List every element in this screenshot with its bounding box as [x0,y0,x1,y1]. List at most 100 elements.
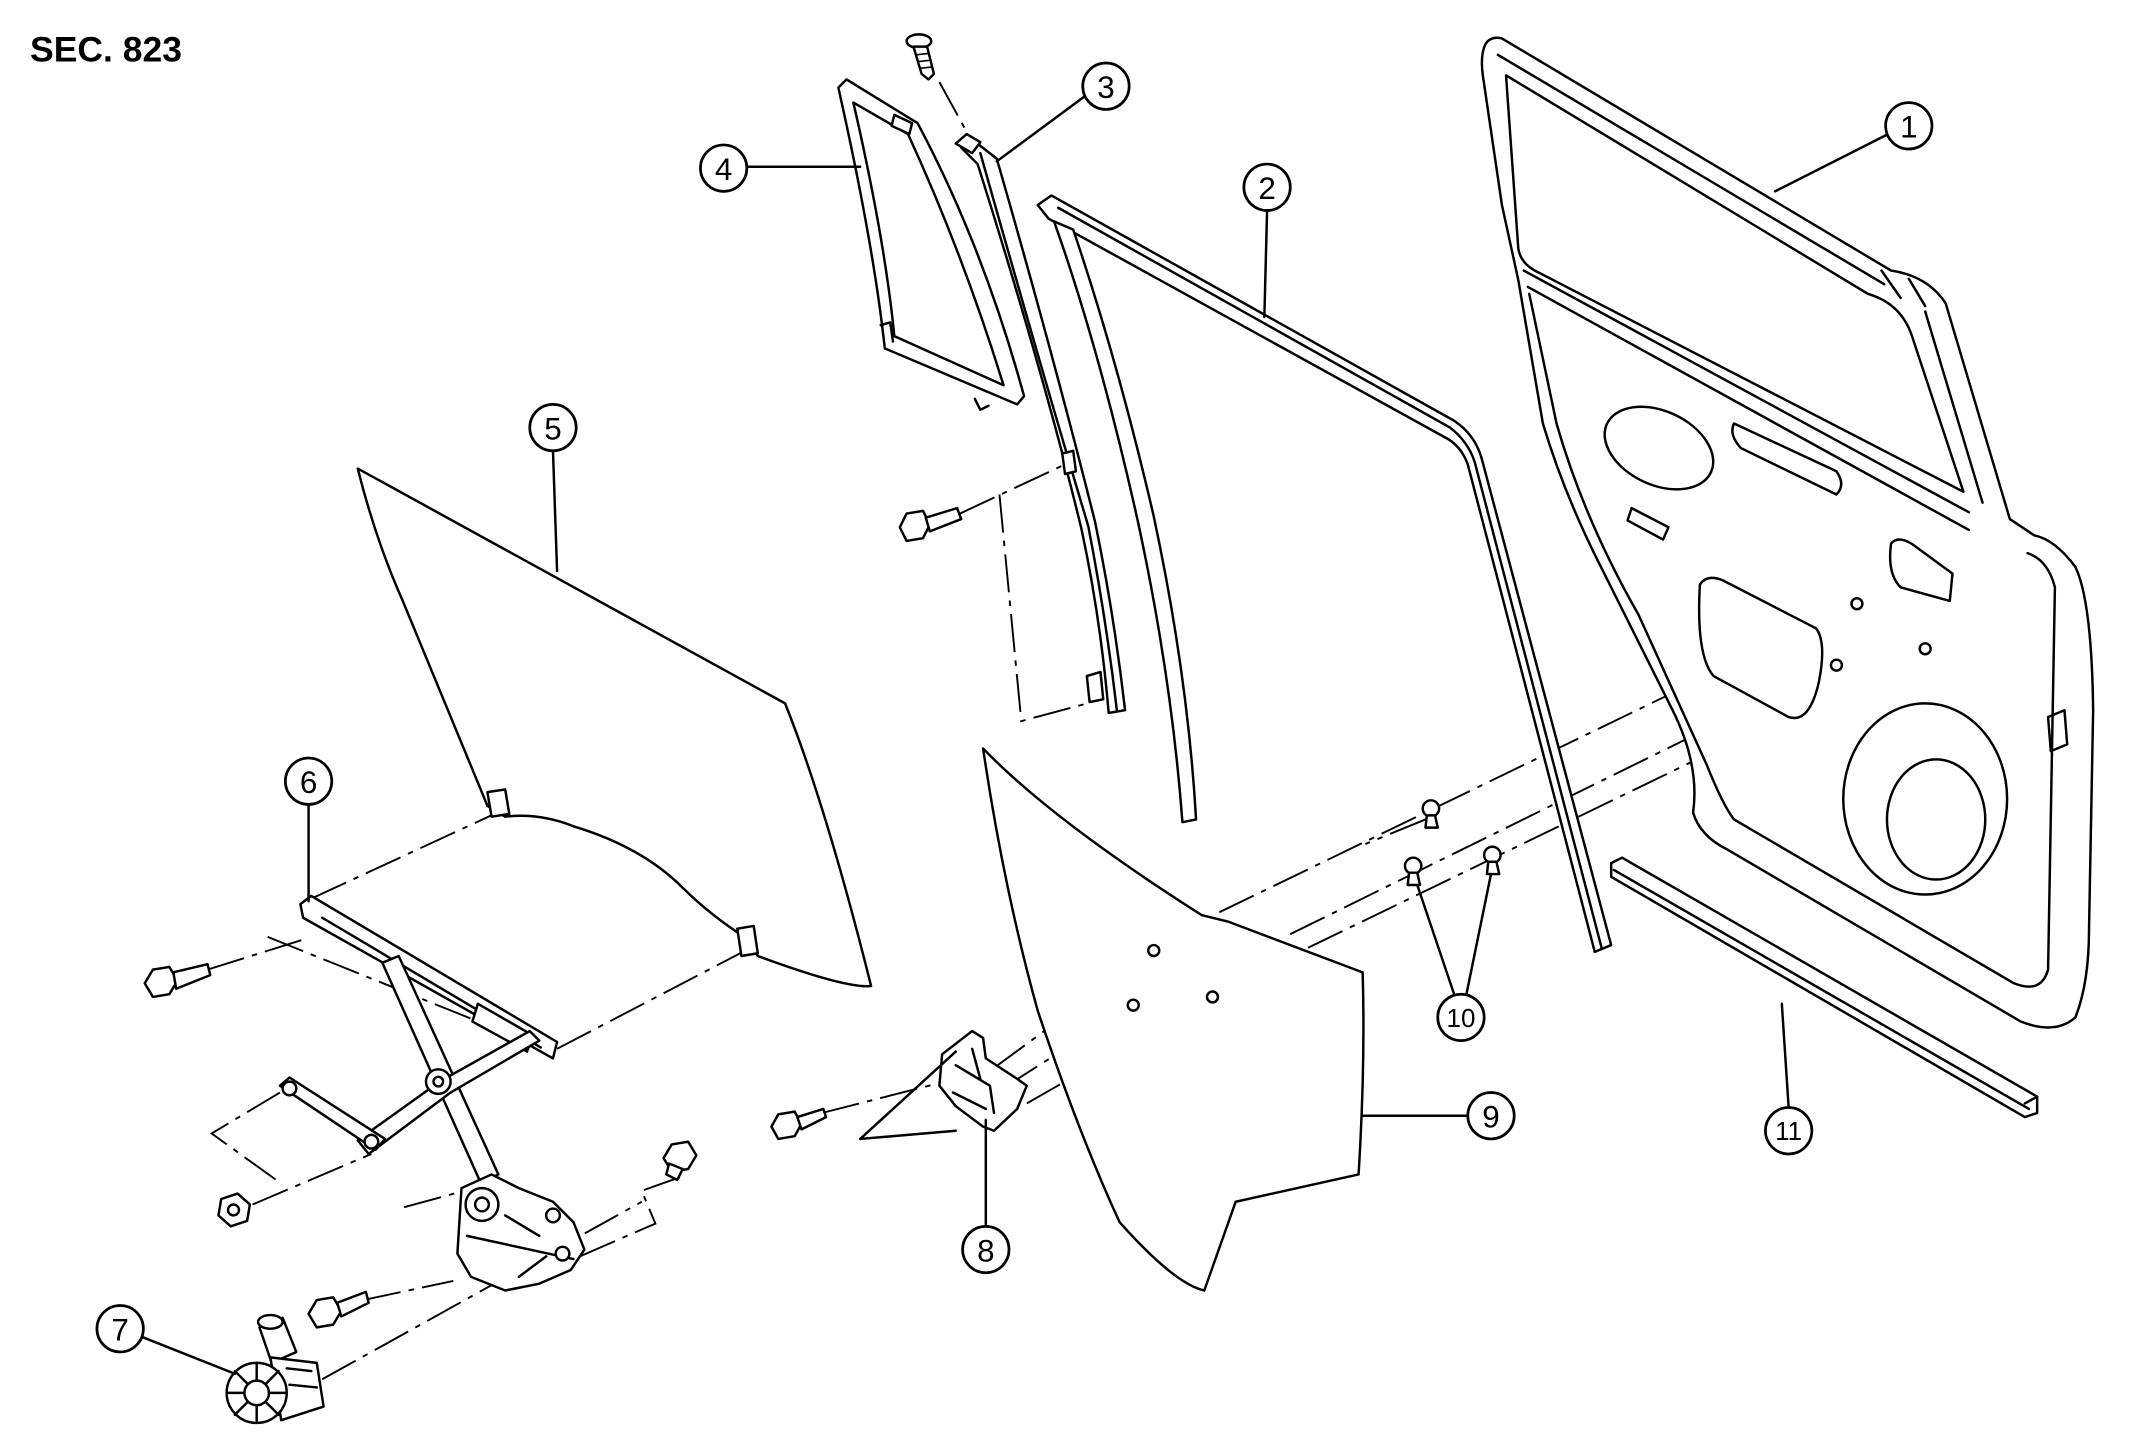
callout-4: 4 [699,143,749,193]
panel-small-opening [1626,506,1670,541]
bolt-head [307,1296,343,1329]
lower-bar-hole [363,1133,380,1150]
callout-11-circle [1764,1106,1814,1156]
door-glass [356,467,873,988]
screw-top [905,33,936,81]
door-panel [1480,36,2095,1029]
regulator-motor [225,1313,325,1425]
callout-5-circle [528,403,578,453]
screen-hole [1126,998,1140,1012]
callout-4-circle [699,143,749,193]
inner-panel-edge [1528,292,2057,988]
section-title: SEC. 823 [30,30,182,70]
alignment-line [1365,818,1426,845]
drive-mount-hole [544,1207,562,1224]
regulator-pivot-pin [432,1075,445,1088]
callout-2-circle [1242,162,1292,212]
regulator-pivot [424,1068,452,1096]
belt-line-lower [1526,285,1971,532]
glass-run-centerline [1056,206,1603,950]
alignment-line [362,1280,454,1301]
callout-8: 8 [961,1224,1011,1275]
door-handle-recess [2046,708,2069,753]
bracket-rib [951,1047,996,1115]
callout-3-leader [995,94,1087,163]
alignment-line [321,1200,643,1381]
callout-9-circle [1466,1091,1516,1141]
callout-6-number: 6 [300,765,317,800]
callout-1-number: 1 [1900,110,1917,145]
bolt-head [143,965,179,999]
mounting-hole [1850,597,1864,611]
alignment-line [252,1153,372,1206]
panel-large-opening [1697,576,1824,720]
callout-2-number: 2 [1258,171,1275,206]
drive-gear-hub [473,1196,491,1213]
screw-thread-lines [916,52,932,70]
panel-rear-opening [1888,538,1954,603]
callout-5-leader [551,449,559,573]
callout-10-leader [1416,872,1493,996]
alignment-line [556,949,746,1050]
callouts: 1 2 3 4 5 6 7 8 [95,61,1934,1354]
clip-stem [1424,814,1439,829]
screw-head [770,1110,803,1141]
speaker-hole [1885,758,1987,881]
callout-2-leader [1263,209,1269,319]
alignment-line [998,494,1093,723]
screw-thread [912,45,936,81]
callout-leaders [140,94,1887,1376]
alignment-line [959,463,1066,515]
callout-9-number: 9 [1482,1100,1499,1135]
clip [1403,856,1423,887]
callout-3-circle [1081,61,1131,111]
bolt-regulator-front [143,962,212,999]
clip [1421,799,1441,829]
callout-5-number: 5 [544,411,561,446]
window-opening [1504,74,1965,493]
nut-lower [217,1192,252,1228]
sash-channel-inner-line [979,151,1119,712]
partition-glass-clip [879,321,895,343]
sealing-screen [981,747,1365,1292]
sash-top-clip [954,132,982,155]
callout-10-number: 10 [1447,1005,1476,1033]
callout-5: 5 [528,403,578,453]
glass-mounting-tab-rear [736,924,760,958]
mounting-hole [1918,642,1932,656]
partition-glass-outer [837,78,1026,406]
callout-10: 10 [1436,992,1486,1042]
callout-3-number: 3 [1097,70,1114,105]
lower-sealing-strip [1609,856,2039,1119]
alignment-line [993,949,1155,1069]
screen-clips [1403,799,1502,887]
bolt-shaft [924,506,963,533]
alignment-line [938,81,971,138]
lower-bar-hole [281,1080,298,1097]
mounting-hole [1829,658,1844,672]
partition-glass-tab [890,113,914,136]
screen-hole [1147,943,1161,958]
callout-2: 2 [1242,162,1292,212]
speaker-recess [1842,702,2009,896]
frame-joint [1880,269,1927,308]
callout-7-number: 7 [111,1313,128,1348]
bolt-shaft [172,962,212,990]
window-frame-top-edge [1496,53,1886,286]
screw-bracket [770,1107,828,1141]
callout-7: 7 [95,1304,145,1354]
callout-11-leader [1780,1002,1790,1109]
callout-7-leader [140,1335,237,1376]
bolt-drive-upper [662,1140,698,1182]
motor-body-rib [285,1367,318,1389]
callout-3: 3 [1081,61,1131,111]
callout-10-circle [1436,992,1486,1042]
partition-glass-inner [852,101,1005,387]
strip-end-face [2023,1095,2039,1105]
door-glass-outline [356,467,873,988]
screen-hole [1205,990,1220,1004]
sash-bracket-lower [1085,670,1105,704]
bolt-sash [898,506,963,543]
belt-line-upper [1522,269,1971,514]
callout-8-number: 8 [977,1233,994,1268]
